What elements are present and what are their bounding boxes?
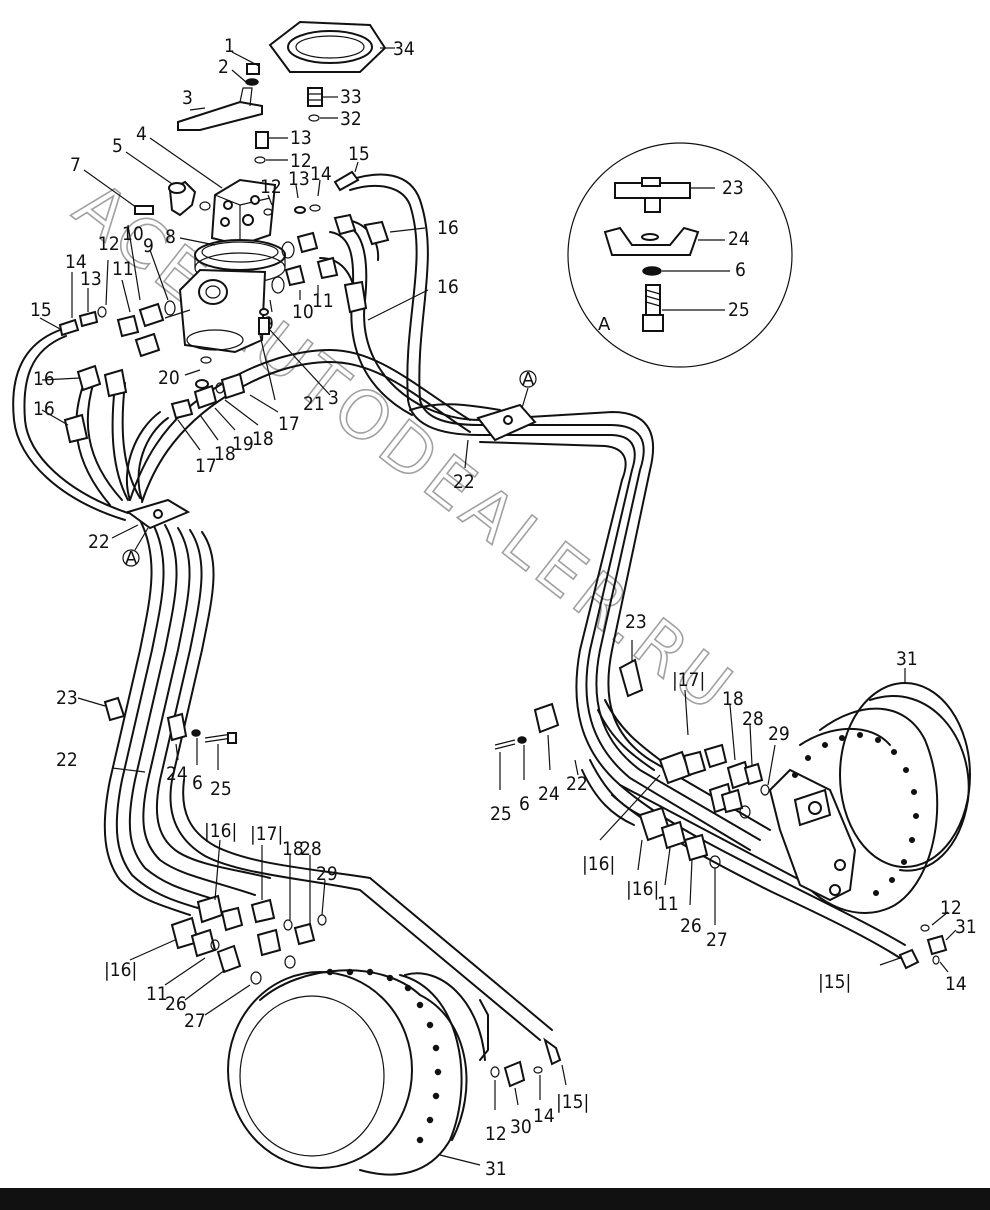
- flange-bolts-right: [791, 731, 920, 897]
- label-10-right: 10: [292, 301, 314, 323]
- label-12-mid: 12: [260, 176, 282, 198]
- label-15-right: |15|: [818, 971, 851, 993]
- label-4: 4: [136, 123, 147, 145]
- label-24-detail: 24: [728, 228, 750, 250]
- label-15-left: 15: [30, 299, 52, 321]
- label-17-b: 17: [195, 455, 217, 477]
- label-18-b: 18: [214, 443, 236, 465]
- label-31-right: 31: [896, 648, 918, 670]
- label-16-c: 16: [33, 368, 55, 390]
- label-31-left: 31: [485, 1158, 507, 1180]
- label-12-right: 12: [940, 897, 962, 919]
- hose-lines: [12, 173, 906, 1041]
- label-27-right-motor: 27: [706, 929, 728, 951]
- label-23-right: 23: [625, 611, 647, 633]
- callout-a-right: A: [522, 369, 535, 390]
- label-15-top: 15: [348, 143, 370, 165]
- label-13-left: 13: [80, 268, 102, 290]
- label-12-left: 12: [98, 233, 120, 255]
- label-12-bottom: 12: [485, 1123, 507, 1145]
- left-motor-fittings: |16| |16| |17| 18 28 29 11 26 27: [104, 820, 338, 1032]
- label-18-right-motor: 18: [722, 688, 744, 710]
- label-28-right-motor: 28: [742, 708, 764, 730]
- label-32: 32: [340, 108, 362, 130]
- right-motor-fittings: |17| 18 28 29 |16| |16| 11 26 27 12: [582, 669, 790, 951]
- clamps: 22 A A 22 23 24 6 25 22 23 2: [56, 369, 647, 825]
- detail-view-label: A: [598, 314, 611, 335]
- label-31-right-small: 31: [955, 916, 977, 938]
- label-6-left: 6: [192, 772, 203, 794]
- label-6-right: 6: [519, 793, 530, 815]
- label-16-d: 16: [33, 398, 55, 420]
- label-6-detail: 6: [735, 259, 746, 281]
- label-13-mid: 13: [288, 168, 310, 190]
- label-3-mid: 3: [328, 387, 339, 409]
- swivel-joint: 4 5 7 8: [70, 123, 286, 354]
- label-22-mid: 22: [453, 471, 475, 493]
- detail-view-a: 23 24 6 25 A: [567, 142, 793, 368]
- label-12-top: 12: [290, 150, 312, 172]
- label-16-left-motor-a: |16|: [104, 959, 137, 981]
- label-5: 5: [112, 135, 123, 157]
- label-17-right-motor: |17|: [672, 669, 705, 691]
- label-29-left-motor: 29: [316, 863, 338, 885]
- label-16-a: 16: [437, 217, 459, 239]
- label-14-top: 14: [310, 163, 332, 185]
- callout-a-left: A: [125, 548, 138, 569]
- label-8: 8: [165, 226, 176, 248]
- label-17-left-motor: |17|: [250, 823, 283, 845]
- label-22-right-low: 22: [566, 773, 588, 795]
- swivel-fittings: 16 16 15 14 13 12 10 11 9: [30, 143, 459, 477]
- label-11-left-motor: 11: [146, 983, 168, 1005]
- label-17-a: 17: [278, 413, 300, 435]
- label-11-right-motor: 11: [657, 893, 679, 915]
- label-33: 33: [340, 86, 362, 108]
- label-16-b: 16: [437, 276, 459, 298]
- label-9-left: 9: [143, 235, 154, 257]
- label-24-left: 24: [166, 763, 188, 785]
- label-14-right: 14: [945, 973, 967, 995]
- label-18-left-motor: 18: [282, 838, 304, 860]
- label-23-left: 23: [56, 687, 78, 709]
- label-23-detail: 23: [722, 177, 744, 199]
- label-28-left-motor: 28: [300, 838, 322, 860]
- label-13-top: 13: [290, 127, 312, 149]
- label-21: 21: [303, 393, 325, 415]
- label-22-left: 22: [88, 531, 110, 553]
- label-11-left: 11: [112, 258, 134, 280]
- label-15-bottom: |15|: [556, 1091, 589, 1113]
- left-travel-motor: 31 12 30 14 |15|: [227, 968, 589, 1180]
- top-parts: 34 33 32 1 2 3 13 12: [177, 20, 415, 172]
- label-1: 1: [224, 35, 235, 57]
- label-25-right: 25: [490, 803, 512, 825]
- label-7: 7: [70, 154, 81, 176]
- label-2: 2: [218, 56, 229, 78]
- bottom-bar: [0, 1188, 990, 1210]
- label-25-left: 25: [210, 778, 232, 800]
- label-25-detail: 25: [728, 299, 750, 321]
- label-26-left-motor: 26: [165, 993, 187, 1015]
- flange-bolts-left: [326, 968, 442, 1144]
- label-10-left: 10: [122, 223, 144, 245]
- label-30: 30: [510, 1116, 532, 1138]
- label-14-bottom: 14: [533, 1105, 555, 1127]
- label-3-top: 3: [182, 87, 193, 109]
- label-19: 19: [232, 433, 254, 455]
- label-11-right: 11: [312, 290, 334, 312]
- label-18-a: 18: [252, 428, 274, 450]
- label-29-right-motor: 29: [768, 723, 790, 745]
- label-16-right-motor-b: |16|: [626, 878, 659, 900]
- right-travel-motor: 31 12 31 14 |15|: [768, 648, 977, 995]
- label-24-right: 24: [538, 783, 560, 805]
- label-34: 34: [393, 38, 415, 60]
- label-27-left-motor: 27: [184, 1010, 206, 1032]
- label-14-left: 14: [65, 251, 87, 273]
- label-20: 20: [158, 367, 180, 389]
- label-16-right-motor-a: |16|: [582, 853, 615, 875]
- label-26-right-motor: 26: [680, 915, 702, 937]
- label-16-left-motor-b: |16|: [204, 820, 237, 842]
- label-22-left-low: 22: [56, 749, 78, 771]
